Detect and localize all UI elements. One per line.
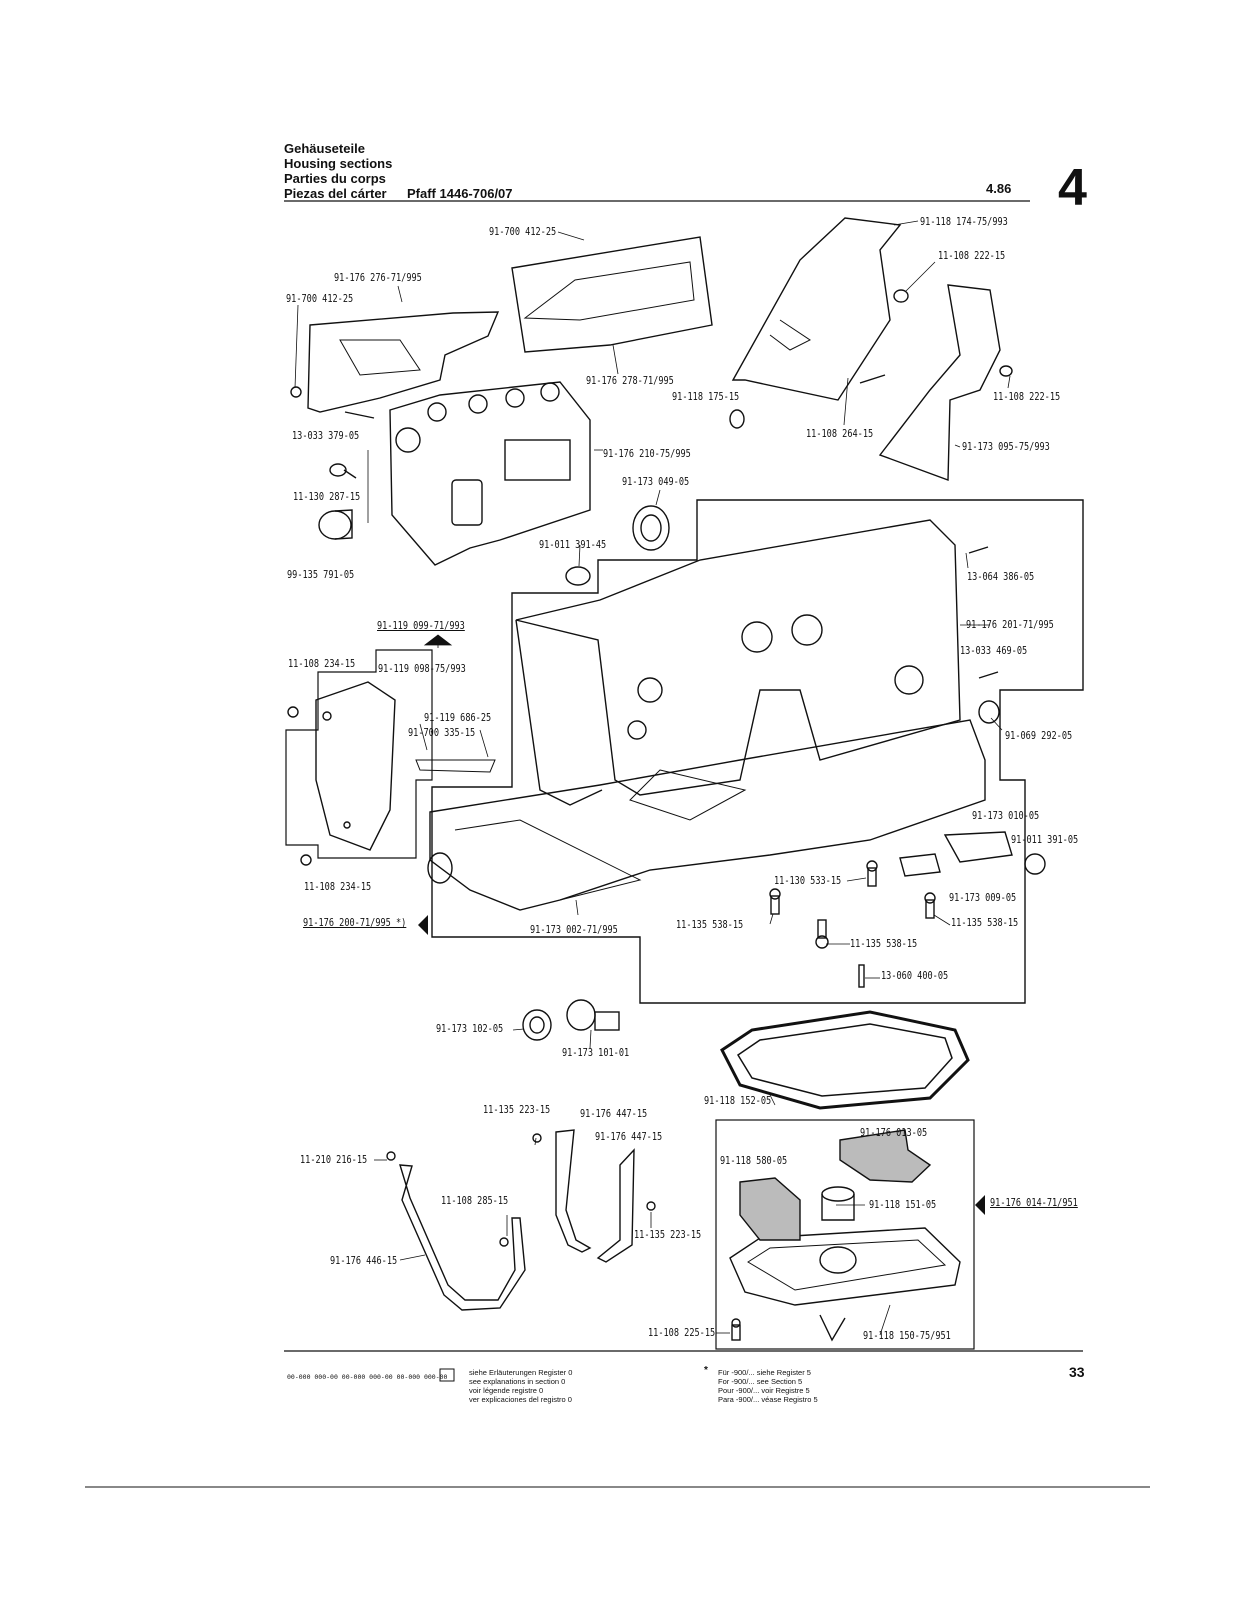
part-label: 91-176 278-71/995 — [586, 374, 674, 387]
part-label: 91-176 201-71/995 — [966, 618, 1054, 631]
part-label: 91-176 210-75/995 — [603, 447, 691, 460]
title-fr: Parties du corps — [284, 171, 386, 186]
part-label: 91-700 412-25 — [286, 292, 354, 305]
part-label: 91-173 002-71/995 — [530, 923, 618, 936]
part-label: 91-011 391-05 — [1011, 833, 1079, 846]
note-fr: Pour -900/... voir Registre 5 — [718, 1386, 810, 1395]
part-label: 11-135 538-15 — [951, 916, 1019, 929]
note-es: Para -900/... véase Registro 5 — [718, 1395, 818, 1404]
part-label: 91-118 174-75/993 — [920, 215, 1008, 228]
part-label: 11-130 287-15 — [293, 490, 361, 503]
part-label: 11-210 216-15 — [300, 1153, 368, 1166]
part-label: 13-033 469-05 — [960, 644, 1028, 657]
part-label: 91-118 175-15 — [672, 390, 740, 403]
part-label: 11-108 285-15 — [441, 1194, 509, 1207]
part-label: 91-173 095-75/993 — [962, 440, 1050, 453]
part-label: 91-118 580-05 — [720, 1154, 788, 1167]
part-label: 91-176 447-15 — [580, 1107, 648, 1120]
part-label: 11-135 538-15 — [850, 937, 918, 950]
part-label-group: 91-119 099-71/993 — [377, 619, 465, 632]
part-label: 91-011 391-45 — [539, 538, 607, 551]
part-label: 11-135 538-15 — [676, 918, 744, 931]
legend-fr: voir légende registre 0 — [469, 1386, 544, 1395]
part-label: 91-118 152-05 — [704, 1094, 772, 1107]
legend-codes: 00-000 000-00 00-000 000-00 00-000 000-0… — [287, 1373, 448, 1381]
part-label: 11-108 222-15 — [938, 249, 1006, 262]
section-number: 4 — [1058, 159, 1087, 217]
part-label: 91-118 151-05 — [869, 1198, 937, 1211]
part-label-group: 91-176 200-71/995 *) — [303, 916, 407, 929]
part-label: 11-135 223-15 — [634, 1228, 702, 1241]
part-label: 91-173 102-05 — [436, 1022, 504, 1035]
legend-de: siehe Erläuterungen Register 0 — [469, 1368, 573, 1377]
part-label: 91-173 101-01 — [562, 1046, 630, 1059]
part-label: 91-176 447-15 — [595, 1130, 663, 1143]
legend-es: ver explicaciones del registro 0 — [469, 1395, 572, 1404]
title-de: Gehäuseteile — [284, 141, 365, 156]
part-label: 13-064 386-05 — [967, 570, 1035, 583]
part-label: 11-130 533-15 — [774, 874, 842, 887]
part-label: 91-173 009-05 — [949, 891, 1017, 904]
part-label: 91-700 335-15 — [408, 726, 476, 739]
part-label: 11-135 223-15 — [483, 1103, 551, 1116]
footnote-marker: * — [704, 1365, 708, 1376]
part-label: 91-069 292-05 — [1005, 729, 1073, 742]
page-number: 33 — [1069, 1364, 1085, 1380]
part-label: 91-176 446-15 — [330, 1254, 398, 1267]
part-label: 13-033 379-05 — [292, 429, 360, 442]
part-label: 91-119 686-25 — [424, 711, 492, 724]
revision-date: 4.86 — [986, 181, 1012, 196]
part-label: 11-108 234-15 — [304, 880, 372, 893]
part-label: 91-118 150-75/951 — [863, 1329, 951, 1342]
part-label: 11-108 222-15 — [993, 390, 1061, 403]
legend-en: see explanations in section 0 — [469, 1377, 566, 1386]
part-label-group: 91-176 014-71/951 — [990, 1196, 1078, 1209]
part-label: 11-108 225-15 — [648, 1326, 716, 1339]
part-label: 91-119 098-75/993 — [378, 662, 466, 675]
part-label: 91-176 276-71/995 — [334, 271, 422, 284]
part-label: 91-176 013-05 — [860, 1126, 928, 1139]
model-name: Pfaff 1446-706/07 — [407, 186, 513, 201]
title-en: Housing sections — [284, 156, 393, 171]
part-label: 91-173 049-05 — [622, 475, 690, 488]
part-label: 91-173 010-05 — [972, 809, 1040, 822]
title-es: Piezas del cárter — [284, 186, 387, 201]
note-en: For -900/... see Section 5 — [718, 1377, 803, 1386]
part-label: 13-060 400-05 — [881, 969, 949, 982]
part-label: 99-135 791-05 — [287, 568, 355, 581]
note-de: Für -900/... siehe Register 5 — [718, 1368, 811, 1377]
part-label: 11-108 264-15 — [806, 427, 874, 440]
part-label: 11-108 234-15 — [288, 657, 356, 670]
part-label: 91-700 412-25 — [489, 225, 557, 238]
